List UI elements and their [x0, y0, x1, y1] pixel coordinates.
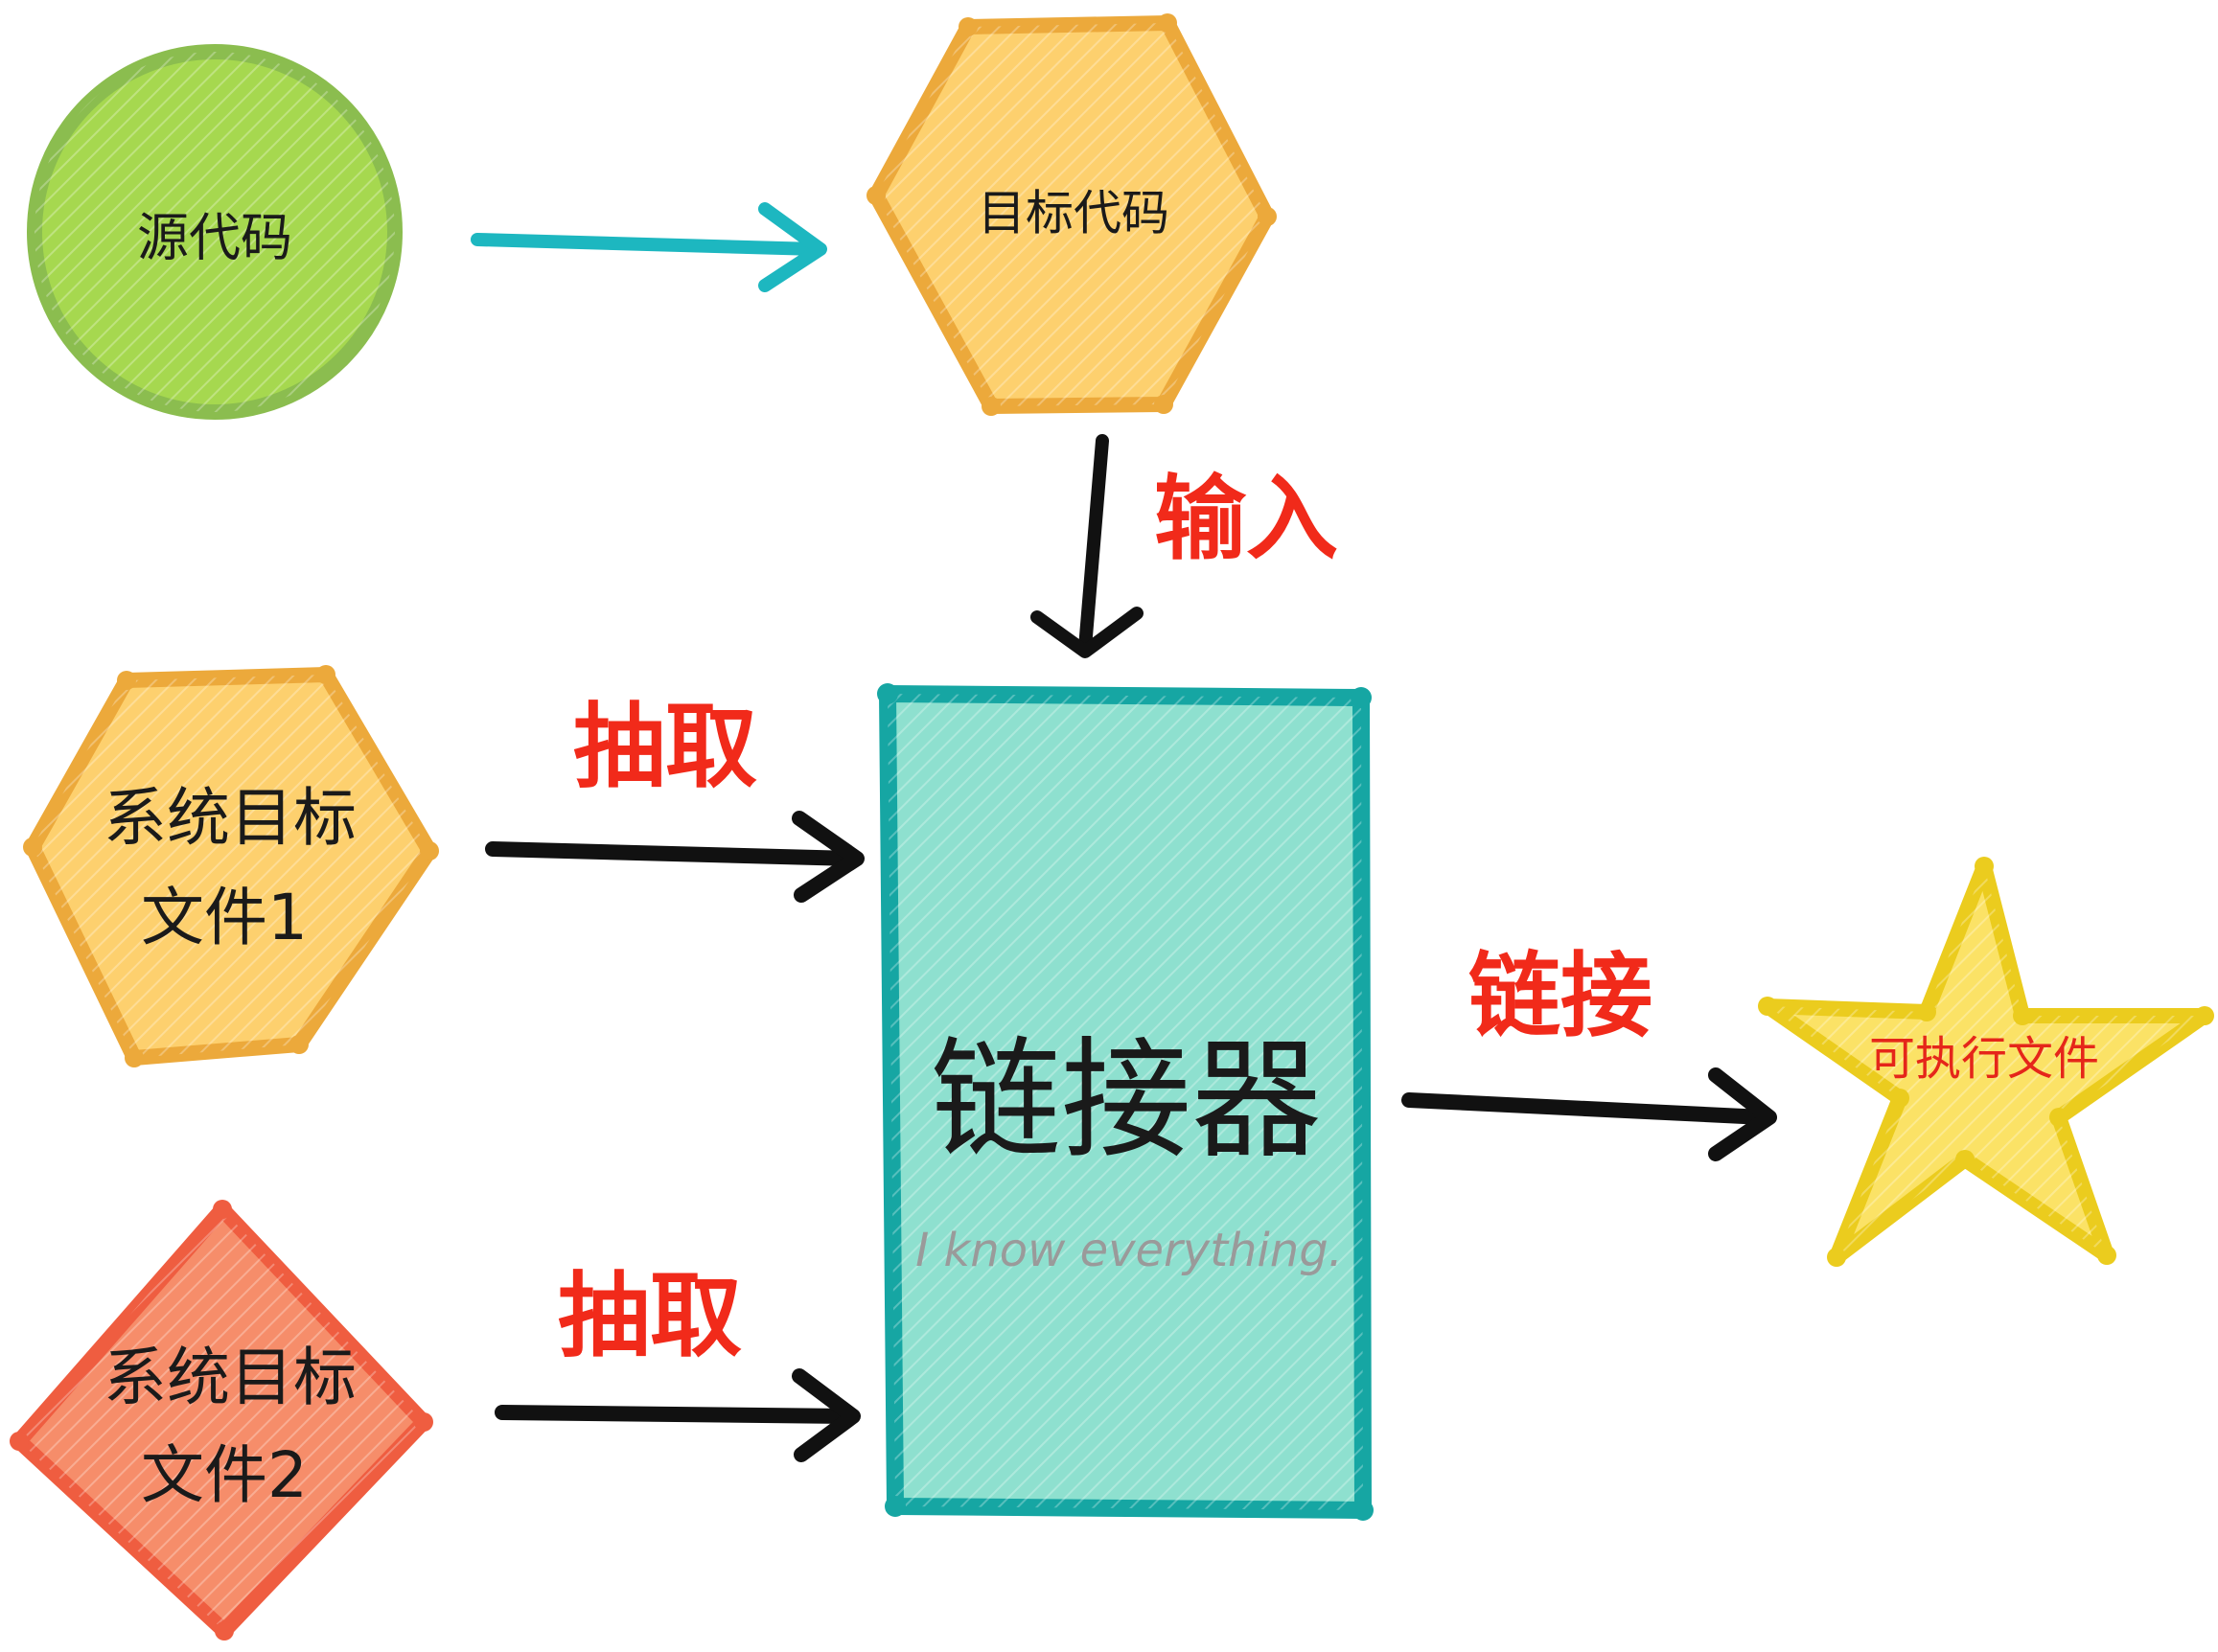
linker-label: 链接器	[931, 1025, 1322, 1177]
system-object-file-2-line1: 系统目标	[104, 1341, 357, 1414]
object-code-node: 目标代码	[866, 13, 1277, 416]
linker-node: 链接器 I know everything.	[877, 683, 1374, 1521]
executable-node: 可执行文件	[1758, 857, 2214, 1267]
input-edge-label: 输入	[1154, 465, 1338, 572]
link-edge-label: 链接	[1468, 942, 1652, 1049]
extract-edge-label-1: 抽取	[573, 693, 757, 800]
arrow-sysfile2-to-linker	[495, 1368, 861, 1462]
extract-edge-label-2: 抽取	[558, 1262, 742, 1369]
arrow-linker-to-executable	[1401, 1067, 1777, 1161]
source-code-label: 源代码	[137, 208, 292, 268]
object-code-label: 目标代码	[978, 186, 1169, 241]
system-object-file-1-line2: 文件1	[141, 881, 308, 954]
system-object-file-2-node: 系统目标 文件2	[10, 1200, 433, 1641]
executable-label: 可执行文件	[1869, 1032, 2099, 1086]
system-object-file-1-line1: 系统目标	[104, 781, 357, 855]
arrow-sysfile1-to-linker	[485, 811, 865, 903]
system-object-file-1-node: 系统目标 文件1	[23, 665, 439, 1067]
arrow-source-to-object	[471, 202, 827, 292]
source-code-node: 源代码	[27, 44, 403, 420]
system-object-file-2-line2: 文件2	[141, 1438, 308, 1512]
linker-sublabel: I know everything.	[915, 1224, 1343, 1277]
arrow-object-to-linker	[1030, 434, 1144, 658]
